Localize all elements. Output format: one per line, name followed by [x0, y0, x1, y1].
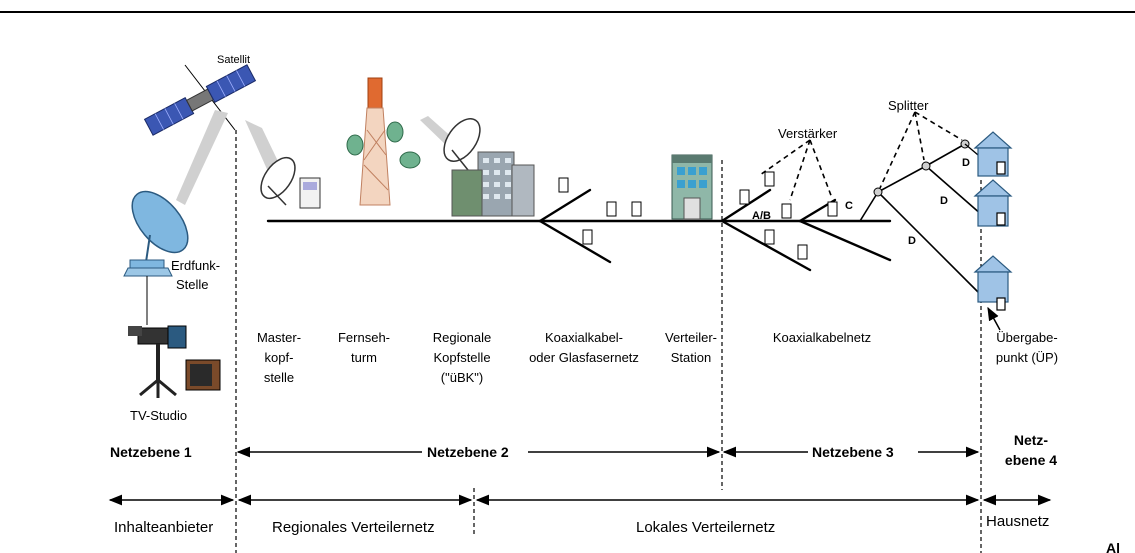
label-segment-d-mid: D	[940, 195, 948, 207]
uplink-dish-icon	[123, 190, 189, 277]
label-regional-headend-2: Kopfstelle	[433, 350, 490, 365]
house-icons	[973, 131, 1013, 311]
label-master-headend-3: stelle	[264, 370, 294, 385]
domain-content-provider: Inhalteanbieter	[114, 519, 213, 536]
label-uplink-line1: Erdfunk-	[171, 258, 220, 273]
tv-camera-icon	[128, 325, 187, 398]
component-labels: Master- kopf- stelle Fernseh- turm Regio…	[257, 330, 1058, 385]
domain-home: Hausnetz	[986, 513, 1049, 530]
level-2-label: Netzebene 2	[427, 444, 509, 460]
house-icon	[973, 131, 1013, 177]
cable-network	[266, 188, 892, 272]
master-headend-icon	[260, 156, 321, 209]
callout-lines	[759, 111, 963, 201]
label-uplink-line2: Stelle	[176, 277, 209, 292]
label-coax-fiber-1: Koaxialkabel-	[545, 330, 623, 345]
label-tv-tower-2: turm	[351, 350, 377, 365]
label-tv-studio: TV-Studio	[130, 408, 187, 423]
label-coax-fiber-2: oder Glasfasernetz	[529, 350, 639, 365]
label-segment-d-top: D	[962, 157, 970, 169]
house-icon	[973, 255, 1013, 311]
label-coax-network: Koaxialkabelnetz	[773, 330, 871, 345]
corner-mark: Al	[1106, 540, 1120, 553]
label-segment-ab: A/B	[752, 210, 771, 222]
label-regional-headend-1: Regionale	[433, 330, 492, 345]
label-tv-tower-1: Fernseh-	[338, 330, 390, 345]
tv-monitor-icon	[185, 359, 221, 391]
label-master-headend-2: kopf-	[265, 350, 294, 365]
level-4-label-2: ebene 4	[1005, 452, 1057, 468]
label-regional-headend-3: ("üBK")	[441, 370, 483, 385]
label-handover-2: punkt (ÜP)	[996, 350, 1058, 365]
level-1-label: Netzebene 1	[110, 444, 192, 460]
satellite-icon	[143, 64, 257, 136]
level-dividers	[235, 130, 982, 553]
label-segment-c: C	[845, 200, 853, 212]
label-distribution-station-2: Station	[671, 350, 711, 365]
label-distribution-station-1: Verteiler-	[665, 330, 717, 345]
amplifier-icons	[558, 171, 838, 260]
level-3-label: Netzebene 3	[812, 444, 894, 460]
distribution-station-icon	[671, 154, 713, 220]
network-levels: Netzebene 1 Netzebene 2 Netzebene 3 Netz…	[110, 432, 1057, 468]
tv-tower-icon	[346, 77, 421, 206]
regional-headend-icon	[443, 118, 535, 217]
label-handover-1: Übergabe-	[996, 330, 1057, 345]
level-4-label-1: Netz-	[1014, 432, 1049, 448]
domain-regional: Regionales Verteilernetz	[272, 519, 435, 536]
house-icon	[973, 179, 1013, 227]
label-satellite: Satellit	[217, 54, 250, 66]
handover-pointer	[987, 306, 1001, 331]
domain-local: Lokales Verteilernetz	[636, 519, 775, 536]
label-amplifier: Verstärker	[778, 126, 838, 141]
label-segment-d-low: D	[908, 235, 916, 247]
label-splitter: Splitter	[888, 98, 929, 113]
label-master-headend-1: Master-	[257, 330, 301, 345]
